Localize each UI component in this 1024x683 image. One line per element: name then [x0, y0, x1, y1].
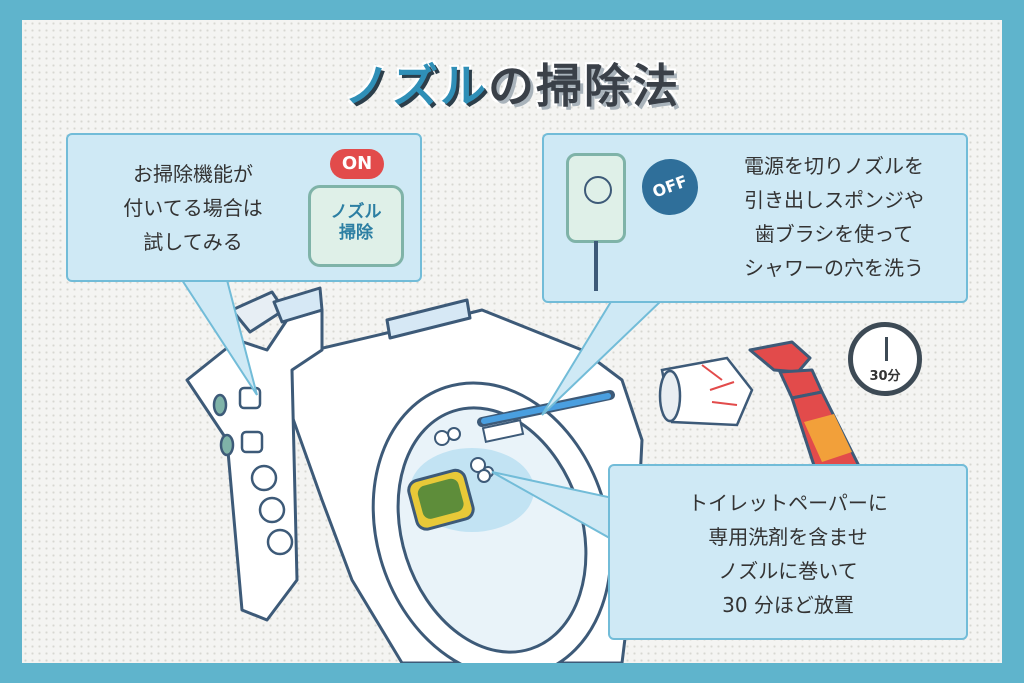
- callout-left-line: お掃除機能が: [133, 162, 253, 186]
- callout-left: お掃除機能が 付いてる場合は 試してみる ON ノズル 掃除: [66, 133, 422, 282]
- panel-buttons: [212, 386, 294, 556]
- on-badge: ON: [330, 149, 384, 179]
- title-highlight: ノズル: [344, 59, 488, 113]
- callout-right-top-text: 電源を切りノズルを 引き出しスポンジや 歯ブラシを使って シャワーの穴を洗う: [709, 149, 959, 285]
- remote-control-icon: [566, 153, 626, 243]
- callout-right-bottom-line: 専用洗剤を含ませ: [708, 525, 868, 549]
- callout-right-bottom-line: 30 分ほど放置: [722, 593, 854, 617]
- callout-right-top-line: 引き出しスポンジや: [744, 188, 924, 212]
- callout-right-top-line: シャワーの穴を洗う: [744, 256, 924, 280]
- timer-label: 30分: [869, 369, 901, 384]
- illustration-canvas: ノズルの掃除法 お掃除機能が 付いてる場合は 試してみる ON ノズル 掃除: [22, 20, 1002, 663]
- toilet-scene: [180, 279, 864, 663]
- timer-icon: 30分: [848, 322, 922, 396]
- off-badge: OFF: [634, 151, 706, 223]
- sponge-illustration: [407, 468, 475, 531]
- callout-left-line: 付いてる場合は: [123, 196, 263, 220]
- toilet-illustration: [185, 286, 644, 663]
- callout-right-bottom-text: トイレットペーパーに 専用洗剤を含ませ ノズルに巻いて 30 分ほど放置: [610, 486, 966, 622]
- callout-right-bottom-line: ノズルに巻いて: [718, 559, 858, 583]
- callout-left-text: お掃除機能が 付いてる場合は 試してみる: [88, 157, 298, 259]
- callout-right-top: OFF 電源を切りノズルを 引き出しスポンジや 歯ブラシを使って シャワーの穴を…: [542, 133, 968, 303]
- button-label-line: ノズル: [330, 202, 382, 222]
- callout-right-top-line: 電源を切りノズルを: [744, 154, 924, 178]
- button-label-line: 掃除: [339, 223, 373, 243]
- callout-right-top-line: 歯ブラシを使って: [754, 222, 914, 246]
- remote-cord: [594, 241, 598, 291]
- nozzle-clean-button-icon: ノズル 掃除: [308, 185, 404, 267]
- title-rest: の掃除法: [488, 59, 680, 113]
- callout-right-bottom-line: トイレットペーパーに: [688, 491, 888, 515]
- page-title: ノズルの掃除法: [22, 50, 1002, 116]
- callout-right-bottom: トイレットペーパーに 専用洗剤を含ませ ノズルに巻いて 30 分ほど放置: [608, 464, 968, 640]
- callout-left-line: 試してみる: [143, 230, 243, 254]
- toilet-paper-illustration: [658, 356, 754, 427]
- bubbles: [434, 427, 494, 483]
